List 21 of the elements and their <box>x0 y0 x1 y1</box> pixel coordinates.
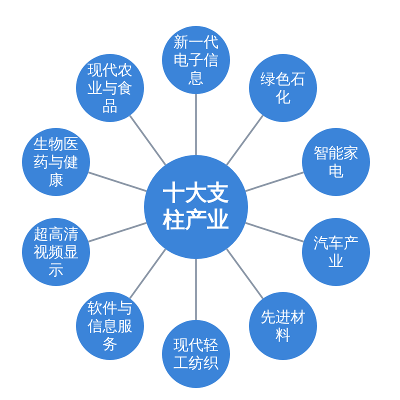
connector-line <box>88 222 147 242</box>
connector-line <box>129 248 166 299</box>
category-label: 绿色石化 <box>260 70 306 106</box>
category-label: 智能家电 <box>314 144 358 180</box>
category-label: 现代农业与食品 <box>88 61 132 115</box>
category-label: 汽车产业 <box>314 234 358 270</box>
connector-line <box>195 259 197 320</box>
connector-line <box>226 248 264 300</box>
category-label: 软件与信息服务 <box>88 299 132 353</box>
hub-label: 十大支柱产业 <box>163 180 229 234</box>
connector-line <box>88 172 147 192</box>
connector-line <box>245 222 304 242</box>
connector-line <box>129 115 166 166</box>
connector-line <box>195 94 197 155</box>
connector-line <box>226 114 264 166</box>
category-label: 生物医药与健康 <box>34 135 78 189</box>
connector-line <box>245 172 304 192</box>
category-label: 超高清视频显示 <box>34 225 78 279</box>
category-label: 新一代电子信息 <box>174 33 218 87</box>
category-label: 现代轻工纺织 <box>174 336 218 372</box>
category-label: 先进材料 <box>260 308 306 344</box>
